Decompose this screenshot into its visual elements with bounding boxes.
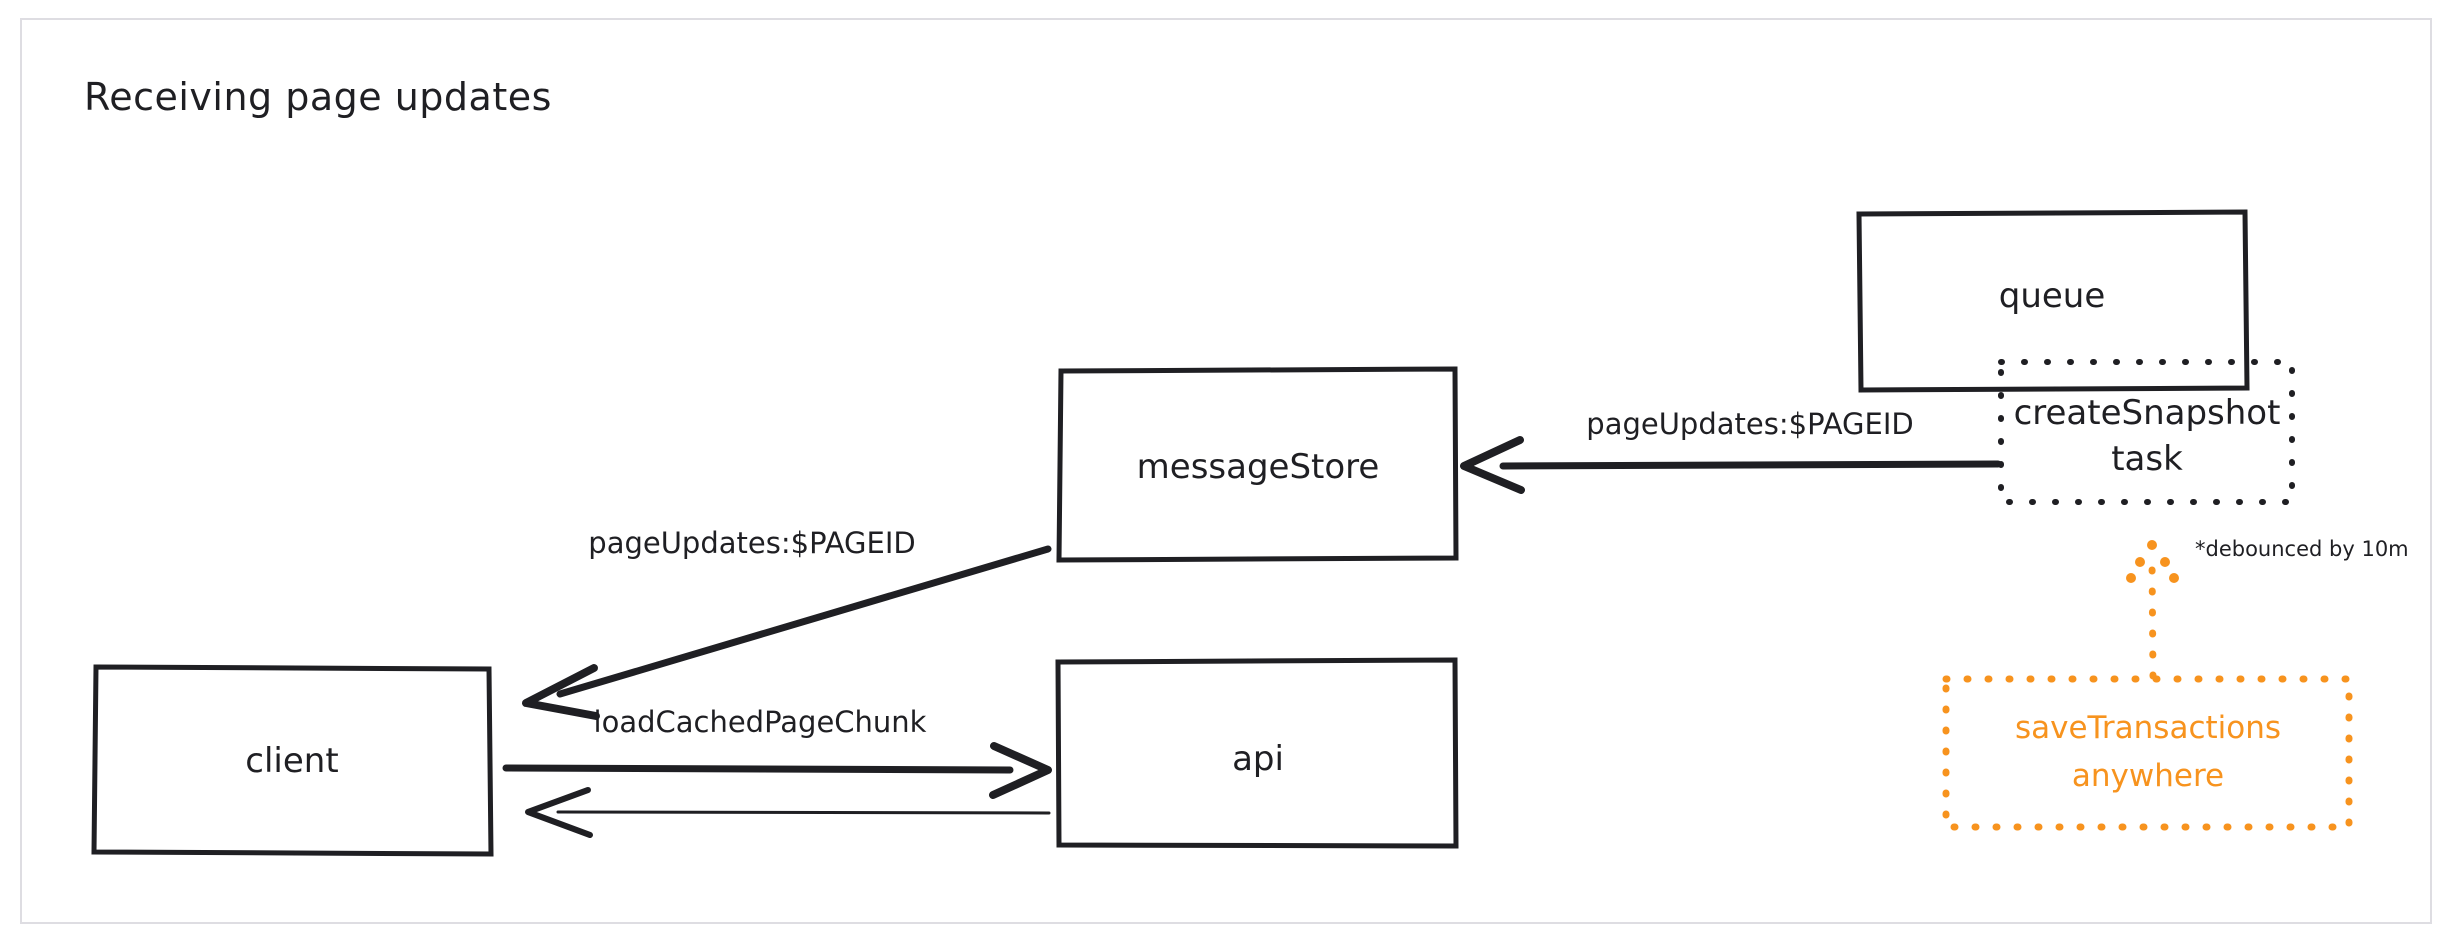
edge-save-transactions-arrowhead-tip [2147, 540, 2157, 550]
edge-client-to-api-label: loadCachedPageChunk [594, 705, 927, 739]
create-snapshot-task-box-outline [1998, 359, 2295, 505]
node-queue-label: queue [1999, 276, 2106, 316]
node-client-label: client [245, 741, 338, 781]
edge-save-transactions-arrowhead-right-1 [2160, 557, 2170, 567]
edge-save-transactions-to-task-line [2148, 556, 2157, 680]
node-client[interactable]: client [91, 664, 494, 857]
node-message-store-label: messageStore [1137, 447, 1380, 487]
edge-save-transactions-arrowhead-left-2 [2126, 573, 2136, 583]
edge-queue-to-message-store-arrowhead [1460, 436, 1525, 494]
node-queue[interactable]: queue [1856, 209, 2250, 393]
edge-save-transactions-to-task[interactable]: *debounced by 10m [2126, 537, 2409, 680]
node-api-label: api [1232, 739, 1284, 779]
message-store-box-outline [1056, 366, 1459, 563]
queue-box-outline [1856, 209, 2250, 393]
edge-api-to-client-arrowhead [525, 787, 593, 838]
edge-save-transactions-arrowhead-right-2 [2169, 573, 2179, 583]
edge-message-store-to-client[interactable]: pageUpdates:$PAGEID [522, 526, 1052, 720]
edge-message-store-to-client-arrowhead [522, 664, 600, 720]
save-transactions-box-outline [1942, 675, 2353, 831]
node-save-transactions-label-line2: anywhere [2072, 758, 2224, 794]
edge-client-to-api[interactable]: loadCachedPageChunk [502, 705, 1052, 799]
debounce-annotation-label: *debounced by 10m [2195, 537, 2409, 561]
edge-queue-to-message-store-label: pageUpdates:$PAGEID [1586, 407, 1913, 441]
api-box-outline [1055, 657, 1459, 849]
edge-client-to-api-line [502, 764, 1014, 774]
edge-queue-to-message-store[interactable]: pageUpdates:$PAGEID [1460, 407, 2002, 494]
edge-message-store-to-client-line [556, 545, 1052, 698]
edge-save-transactions-arrowhead-left-1 [2135, 557, 2145, 567]
node-save-transactions-label-line1: saveTransactions [2015, 710, 2281, 746]
node-create-snapshot-task-label-line1: createSnapshot [2014, 393, 2281, 433]
node-api[interactable]: api [1055, 657, 1459, 849]
edge-queue-to-message-store-line [1499, 460, 2002, 470]
edge-client-to-api-arrowhead [989, 742, 1052, 799]
edge-api-to-client-line [556, 810, 1051, 815]
edge-message-store-to-client-label: pageUpdates:$PAGEID [588, 526, 915, 560]
node-message-store[interactable]: messageStore [1056, 366, 1459, 563]
node-create-snapshot-task[interactable]: createSnapshot task [1998, 359, 2295, 505]
edge-api-to-client[interactable] [525, 787, 1051, 838]
page-title: Receiving page updates [84, 75, 552, 119]
node-create-snapshot-task-label-line2: task [2111, 439, 2183, 479]
client-box-outline [91, 664, 494, 857]
node-save-transactions-anywhere[interactable]: saveTransactions anywhere [1942, 675, 2353, 831]
